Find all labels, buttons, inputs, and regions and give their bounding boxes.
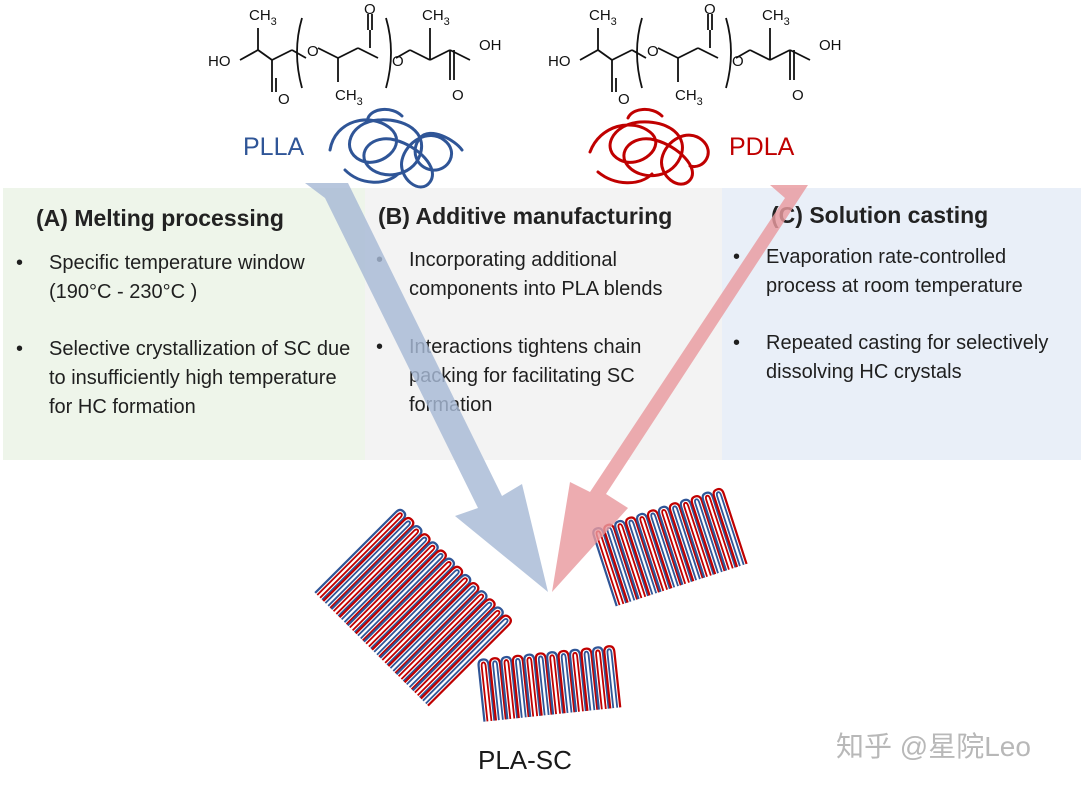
chain-fold (603, 645, 622, 709)
bullet-dot: • (733, 332, 741, 354)
chain-fold (411, 606, 504, 699)
sc-crystal-right (592, 487, 748, 607)
panel-c-bullet-2: • Repeated casting for selectively disso… (733, 329, 1066, 387)
chain-fold (557, 649, 576, 714)
pdla-structure (579, 14, 811, 92)
plla-o-ester-1: O (307, 43, 319, 60)
chain-fold-inner (515, 657, 527, 718)
chain-fold (338, 533, 431, 626)
chain-fold-inner (583, 650, 596, 711)
chain-fold-inner (606, 648, 619, 709)
sc-crystal-bottom (477, 645, 622, 722)
chain-fold-inner (560, 653, 573, 714)
chain-fold (403, 598, 496, 691)
chain-fold (330, 525, 423, 617)
chain-fold (546, 651, 565, 715)
chain-fold-inner (572, 651, 584, 712)
plla-coil (328, 108, 464, 189)
panel-a-bullet-1: • Specific temperature window (190°C - 2… (16, 249, 349, 307)
chain-fold-inner (397, 593, 485, 680)
plla-o-carbonyl: O (278, 91, 290, 108)
chain-fold-inner (422, 618, 509, 705)
pdla-ch3-bottom: CH3 (675, 87, 703, 108)
panel-a-bullet-2-text: Selective crystallization of SC due to i… (49, 338, 351, 418)
chain-fold (500, 655, 519, 720)
watermark: 知乎 @星院Leo (836, 731, 1031, 762)
pdla-ch3-top-right: CH3 (762, 7, 790, 28)
panel-melting-processing (3, 188, 365, 460)
chain-fold (363, 557, 456, 650)
chain-fold-inner (406, 601, 493, 688)
pdla-o-top: O (704, 1, 716, 18)
panel-a-bullet-1-text: Specific temperature window (190°C - 230… (49, 252, 305, 303)
plla-label: PLLA (243, 133, 305, 161)
plla-o-ester-2: O (392, 53, 404, 70)
chain-fold (420, 614, 512, 707)
plla-ho: HO (208, 53, 231, 70)
panel-a-bullet-2: • Selective crystallization of SC due to… (16, 335, 354, 422)
chain-fold (580, 647, 599, 711)
chain-fold (387, 582, 480, 674)
panel-b-bullet-2-text: Interactions tightens chain packing for … (409, 336, 642, 416)
plla-ch3-top-left: CH3 (249, 7, 277, 28)
panel-c-bullet-2-text: Repeated casting for selectively dissolv… (766, 332, 1049, 383)
pdla-oh: OH (819, 37, 842, 54)
bullet-dot: • (16, 338, 24, 360)
chain-fold-inner (414, 609, 501, 697)
chain-fold-inner (480, 661, 493, 722)
plla-ch3-bottom: CH3 (335, 87, 363, 108)
plla-ch3-top-right: CH3 (422, 7, 450, 28)
chain-fold-inner (492, 660, 504, 721)
panel-b-bullet-1-text: Incorporating additional components into… (409, 249, 663, 300)
chain-fold (591, 646, 610, 710)
chain-fold (488, 657, 507, 721)
bullet-dot: • (376, 336, 384, 358)
chain-fold (371, 565, 464, 658)
panel-b-bullet-1: • Incorporating additional components in… (376, 246, 719, 304)
panel-b-bullet-2: • Interactions tightens chain packing fo… (376, 333, 704, 420)
panel-a-title: (A) Melting processing (36, 205, 284, 231)
plla-o-top: O (364, 1, 376, 18)
pdla-ch3-top-left: CH3 (589, 7, 617, 28)
chain-fold-inner (526, 656, 539, 717)
pdla-o-acid: O (792, 87, 804, 104)
chain-fold-inner (537, 655, 550, 716)
plla-o-acid: O (452, 87, 464, 104)
chain-fold (477, 658, 496, 722)
chain-fold (568, 648, 588, 713)
chain-fold (511, 654, 530, 719)
chain-fold-inner (549, 654, 561, 715)
pdla-label: PDLA (729, 133, 795, 161)
chain-fold (523, 653, 542, 717)
chain-fold (534, 652, 553, 716)
pdla-ho: HO (548, 53, 571, 70)
plla-oh: OH (479, 37, 502, 54)
pdla-atoms: CH3 HO O O CH3 O O CH3 OH O (548, 1, 842, 108)
plla-atoms: CH3 HO O O CH3 O O CH3 OH O (208, 1, 502, 108)
pla-sc-label: PLA-SC (478, 745, 572, 775)
panel-c-bullet-1-text: Evaporation rate-controlled process at r… (766, 246, 1023, 297)
pdla-coil (588, 108, 710, 186)
chain-fold (314, 508, 407, 601)
pdla-o-ester-2: O (732, 53, 744, 70)
panel-c-bullet-1: • Evaporation rate-controlled process at… (733, 243, 1081, 301)
chain-fold-inner (595, 649, 607, 710)
chain-fold (355, 549, 447, 642)
bullet-dot: • (16, 252, 24, 274)
chain-fold (322, 516, 415, 609)
chain-fold (379, 573, 472, 666)
bullet-dot: • (733, 246, 741, 268)
chain-fold (346, 541, 439, 634)
pdla-o-carbonyl: O (618, 91, 630, 108)
plla-structure (239, 14, 471, 92)
panel-c-title: (C) Solution casting (771, 202, 989, 228)
pdla-o-ester-1: O (647, 43, 659, 60)
chain-fold (395, 590, 488, 683)
panel-b-title: (B) Additive manufacturing (378, 203, 673, 229)
bullet-dot: • (376, 249, 384, 271)
chain-fold-inner (503, 659, 516, 720)
